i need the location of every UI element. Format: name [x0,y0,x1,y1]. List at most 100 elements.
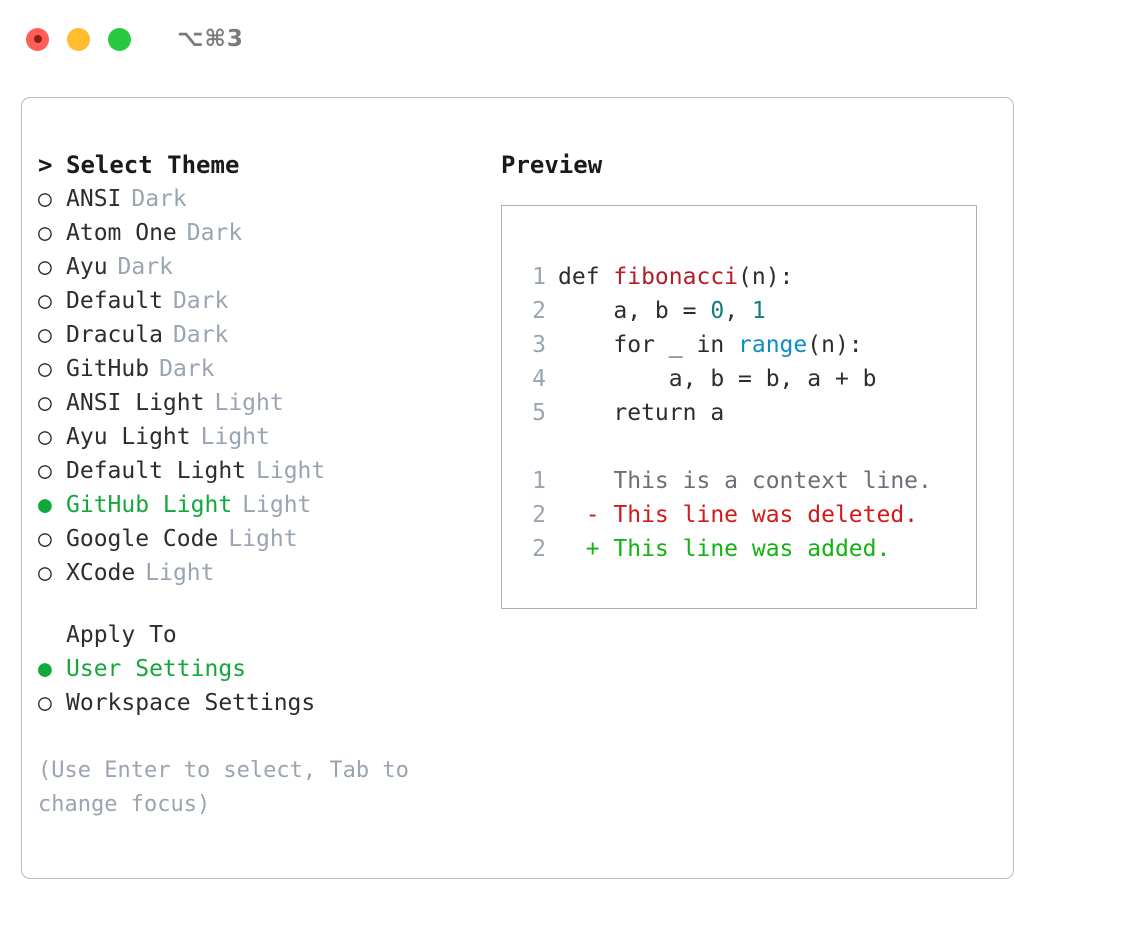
theme-option-category: Light [242,492,312,518]
diff-sample: 1 This is a context line.2 - This line w… [520,464,976,566]
theme-option-ayu[interactable]: ○ Ayu Dark [38,250,488,284]
apply-to-option-label: User Settings [66,656,247,682]
apply-to-option-workspace-settings[interactable]: ○ Workspace Settings [38,686,488,720]
line-number: 1 [532,264,546,290]
code-line-content: a, b = 0, 1 [558,294,766,328]
apply-to-option-user-settings[interactable]: ● User Settings [38,652,488,686]
radio-unselected-icon: ○ [38,356,52,382]
code-line-content: for _ in range(n): [558,328,863,362]
code-token-plain: (n): [738,264,794,290]
theme-option-label: XCode [66,560,136,586]
code-token-plain: (n): [807,332,863,358]
theme-option-category: Light [228,526,298,552]
code-token-plain: return a [558,400,725,426]
code-line: 3 for _ in range(n): [520,328,976,362]
line-number: 3 [532,332,546,358]
theme-option-category: Dark [159,356,215,382]
theme-option-category: Dark [117,254,173,280]
radio-unselected-icon: ○ [38,690,52,716]
radio-unselected-icon: ○ [38,288,52,314]
select-theme-heading: > Select Theme [38,148,488,182]
theme-option-label: Ayu [66,254,108,280]
line-number: 5 [532,400,546,426]
title-bar: ⌥⌘3 [0,0,1140,78]
theme-option-label: GitHub [66,356,150,382]
theme-option-category: Dark [131,186,187,212]
code-token-call: range [738,332,808,358]
code-token-plain: for _ in [558,332,739,358]
radio-unselected-icon: ○ [38,254,52,280]
code-line-content: def fibonacci(n): [558,260,793,294]
theme-option-category: Dark [172,322,229,348]
keyboard-hint-text: (Use Enter to select, Tab to change focu… [38,758,409,817]
line-number: 2 [532,502,546,528]
theme-option-category: Light [200,424,270,450]
radio-selected-icon: ● [38,656,52,682]
theme-option-label: Ayu Light [66,424,191,450]
keyboard-shortcut-label: ⌥⌘3 [177,26,244,52]
theme-option-label: Dracula [66,322,163,348]
spacer [520,430,976,464]
theme-option-category: Dark [186,220,243,246]
close-window-button[interactable] [26,27,49,51]
code-token-plain: , [724,298,752,324]
code-line: 2 a, b = 0, 1 [520,294,976,328]
radio-unselected-icon: ○ [38,526,52,552]
radio-unselected-icon: ○ [38,458,52,484]
diff-line-content: + This line was added. [558,536,891,562]
diff-line-del: 2 - This line was deleted. [520,498,976,532]
code-line: 1 def fibonacci(n): [520,260,976,294]
code-line: 5 return a [520,396,976,430]
code-line-content: return a [558,396,724,430]
focus-caret-icon: > [38,151,53,179]
code-line-content: a, b = b, a + b [558,362,877,396]
radio-selected-icon: ● [38,492,52,518]
line-number: 4 [532,366,546,392]
apply-to-list: ● User Settings ○ Workspace Settings [38,652,488,720]
diff-line-context: 1 This is a context line. [520,464,976,498]
theme-option-atom-one[interactable]: ○ Atom One Dark [38,216,488,250]
theme-option-label: GitHub Light [66,492,233,518]
line-number: 2 [532,298,546,324]
theme-option-category: Dark [172,288,229,314]
theme-option-google-code[interactable]: ○ Google Code Light [38,522,488,556]
code-token-num: 1 [751,298,766,324]
theme-option-github-light[interactable]: ● GitHub Light Light [38,488,488,522]
code-token-plain: a, b = [558,298,711,324]
radio-unselected-icon: ○ [38,390,52,416]
line-number: 1 [532,468,546,494]
radio-unselected-icon: ○ [38,220,52,246]
theme-option-github[interactable]: ○ GitHub Dark [38,352,488,386]
theme-option-category: Light [214,390,284,416]
spacer [38,720,488,754]
minimize-window-button[interactable] [67,27,90,51]
theme-option-label: Google Code [66,526,219,552]
radio-unselected-icon: ○ [38,186,52,212]
diff-line-content: This is a context line. [558,468,932,494]
apply-to-option-label: Workspace Settings [66,690,316,716]
maximize-window-button[interactable] [108,27,131,51]
spacer [38,590,488,618]
radio-unselected-icon: ○ [38,560,52,586]
radio-unselected-icon: ○ [38,322,52,348]
theme-option-default[interactable]: ○ Default Dark [38,284,488,318]
select-theme-heading-label: Select Theme [66,151,240,179]
theme-option-label: Default [66,288,163,314]
theme-option-dracula[interactable]: ○ Dracula Dark [38,318,488,352]
preview-heading: Preview [501,151,603,179]
theme-option-label: Default Light [66,458,247,484]
theme-option-label: Atom One [66,220,177,246]
line-number: 2 [532,536,546,562]
code-token-plain: a, b = b, a + b [558,366,877,392]
